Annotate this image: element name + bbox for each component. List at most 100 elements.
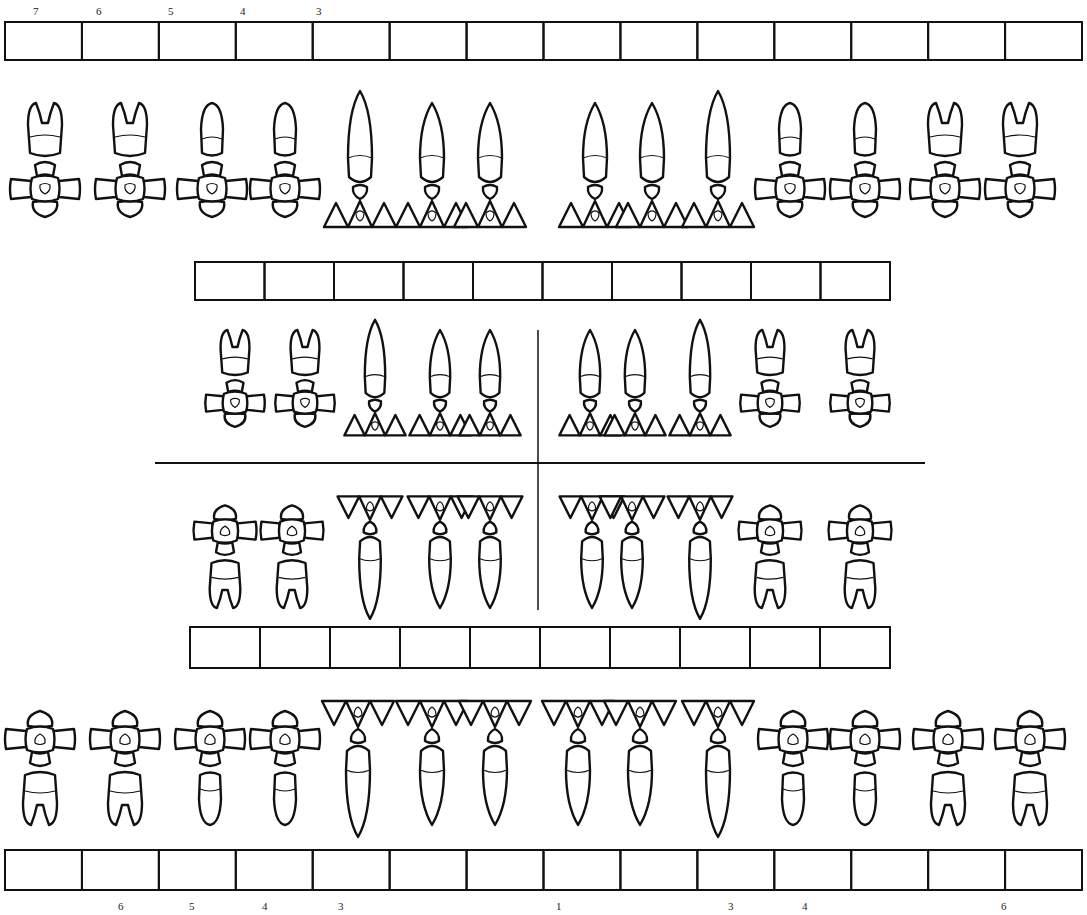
grid-cell xyxy=(774,850,851,890)
tooth-number: 4 xyxy=(240,5,246,17)
grid-cell xyxy=(5,850,82,890)
grid-cell xyxy=(236,850,313,890)
grid-cell xyxy=(820,627,890,668)
tooth-glyph xyxy=(682,701,754,837)
grid-cell xyxy=(260,627,330,668)
tooth-glyph xyxy=(177,103,247,217)
tooth-glyph xyxy=(205,330,265,427)
tooth-glyph xyxy=(560,496,625,608)
tooth-number: 5 xyxy=(168,5,174,17)
tooth-glyph xyxy=(250,711,320,825)
tooth-number: 3 xyxy=(338,900,344,912)
tooth-glyph xyxy=(668,496,733,618)
midline xyxy=(537,330,539,610)
grid-cell xyxy=(1005,22,1082,60)
grid-cell xyxy=(390,22,467,60)
grid-cell xyxy=(680,627,750,668)
tooth-glyph xyxy=(459,701,531,825)
tooth-glyph xyxy=(95,103,165,217)
grid-cell xyxy=(82,850,159,890)
tooth-glyph xyxy=(604,330,665,435)
grid-cell xyxy=(610,627,680,668)
tooth-glyph xyxy=(454,103,526,227)
grid-cell xyxy=(265,262,335,300)
tooth-glyph xyxy=(755,103,825,217)
tooth-glyph xyxy=(5,711,75,825)
grid-cell xyxy=(620,850,697,890)
tooth-glyph xyxy=(338,496,403,618)
tooth-glyph xyxy=(194,505,257,608)
tooth-glyph xyxy=(829,505,892,608)
grid-cell xyxy=(928,22,1005,60)
grid-cell xyxy=(390,850,467,890)
tooth-glyph xyxy=(739,505,802,608)
tooth-glyph xyxy=(90,711,160,825)
grid-cell xyxy=(544,22,621,60)
grid-cell xyxy=(620,22,697,60)
tooth-number: 6 xyxy=(1001,900,1007,912)
grid-cell xyxy=(821,262,891,300)
occlusal-line xyxy=(155,462,925,464)
tooth-glyph xyxy=(459,330,520,435)
tooth-glyph xyxy=(758,711,828,825)
tooth-glyph xyxy=(995,711,1065,825)
tooth-glyph xyxy=(396,701,468,825)
grid-cell xyxy=(540,627,610,668)
upper-deciduous-teeth xyxy=(205,320,890,436)
tooth-glyph xyxy=(175,711,245,825)
tooth-glyph xyxy=(396,103,468,227)
tooth-number: 6 xyxy=(96,5,102,17)
grid-cell xyxy=(473,262,543,300)
grid-cell xyxy=(330,627,400,668)
tooth-glyph xyxy=(600,496,665,608)
tooth-glyph xyxy=(10,103,80,217)
tooth-number: 3 xyxy=(728,900,734,912)
tooth-number: 4 xyxy=(802,900,808,912)
tooth-glyph xyxy=(740,330,800,427)
tooth-number: 6 xyxy=(118,900,124,912)
grid-cell xyxy=(159,22,236,60)
grid-cell xyxy=(195,262,265,300)
grid-cell xyxy=(697,850,774,890)
tooth-number: 7 xyxy=(33,5,39,17)
tooth-glyph xyxy=(616,103,688,227)
lower-deciduous-teeth xyxy=(194,496,892,618)
grid-cell xyxy=(750,627,820,668)
grid-cell xyxy=(928,850,1005,890)
tooth-glyph xyxy=(682,91,754,227)
grid-cell xyxy=(612,262,682,300)
record-grid xyxy=(5,22,1082,890)
tooth-glyph xyxy=(408,496,473,608)
grid-cell xyxy=(851,22,928,60)
tooth-glyph xyxy=(910,103,980,217)
tooth-glyph xyxy=(559,103,631,227)
grid-cell xyxy=(5,22,82,60)
grid-cell xyxy=(751,262,821,300)
grid-cell xyxy=(334,262,404,300)
tooth-glyph xyxy=(669,320,730,436)
tooth-glyph xyxy=(324,91,396,227)
grid-cell xyxy=(236,22,313,60)
tooth-glyph xyxy=(913,711,983,825)
tooth-glyph xyxy=(275,330,335,427)
grid-cell xyxy=(697,22,774,60)
grid-cell xyxy=(682,262,752,300)
grid-cell xyxy=(467,22,544,60)
tooth-glyph xyxy=(830,711,900,825)
tooth-glyph xyxy=(409,330,470,435)
grid-cell xyxy=(470,627,540,668)
grid-cell xyxy=(1005,850,1082,890)
grid-cell xyxy=(313,850,390,890)
tooth-number: 5 xyxy=(189,900,195,912)
tooth-glyph xyxy=(604,701,676,825)
tooth-glyph xyxy=(830,330,890,427)
grid-cell xyxy=(543,262,613,300)
tooth-glyph xyxy=(830,103,900,217)
tooth-glyph xyxy=(344,320,405,436)
grid-cell xyxy=(467,850,544,890)
tooth-number: 3 xyxy=(316,5,322,17)
tooth-glyph xyxy=(261,505,324,608)
lower-permanent-teeth xyxy=(5,701,1065,837)
